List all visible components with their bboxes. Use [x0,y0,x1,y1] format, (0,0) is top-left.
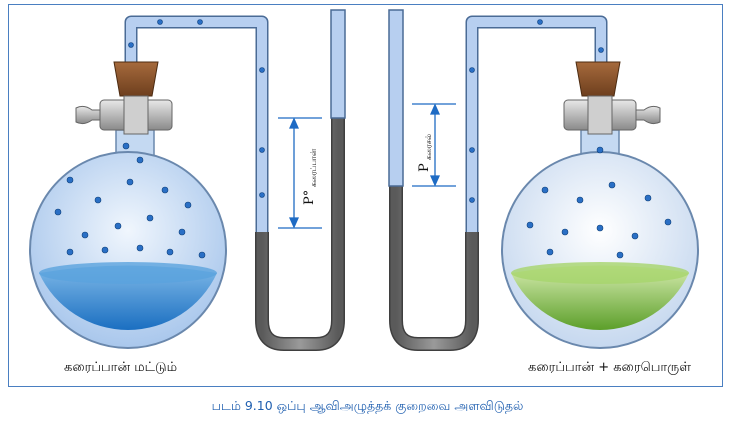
right-tap-handle [635,105,661,125]
left-manometer-u-tube [255,118,345,351]
left-apparatus: P° கரைப்பான் [29,9,346,351]
figure-caption: படம் 9.10 ஒப்பு ஆவிஅழுத்தக் குறைவை அளவிட… [211,398,524,413]
right-manometer-u-tube [389,186,479,351]
right-pressure-symbol: P [417,163,432,172]
left-flask-label: கரைப்பான் மட்டும் [64,360,178,375]
left-pressure-subscript: கரைப்பான் [309,148,318,187]
right-pressure-subscript: கரைசல் [424,133,433,160]
right-pressure-dimension [412,103,456,187]
right-vapour-molecules [469,19,672,259]
left-pressure-dimension [278,117,322,229]
right-cork [575,61,621,97]
right-apparatus: P கரைசல் [388,9,699,351]
left-vapour-molecules [54,19,265,259]
left-pressure-symbol: P° [302,190,317,205]
left-open-limb [330,9,346,119]
right-flask-label: கரைப்பான் + கரைபொருள் [528,360,691,375]
right-open-limb [388,9,404,187]
left-tap-handle [75,105,101,125]
left-cork [113,61,159,97]
